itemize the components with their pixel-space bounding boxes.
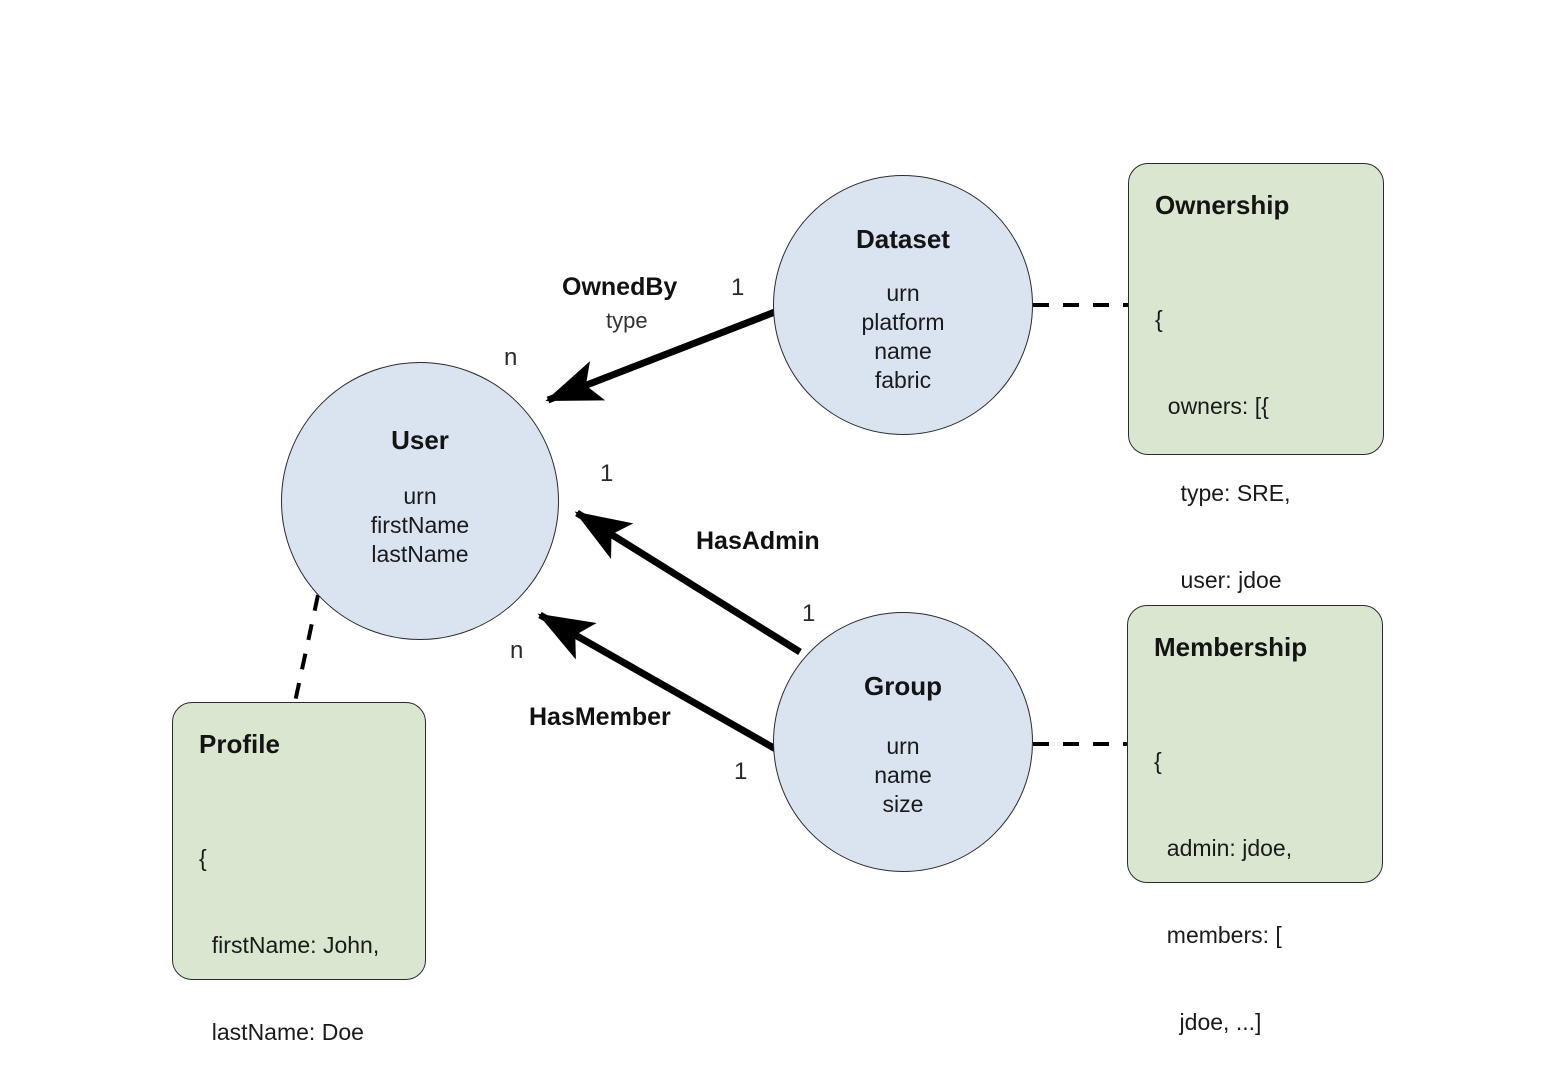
aspect-line: jdoe, ...] bbox=[1154, 1009, 1262, 1035]
aspect-line: admin: jdoe, bbox=[1154, 835, 1293, 861]
entity-group-title: Group bbox=[864, 671, 942, 701]
aspect-line: { bbox=[1155, 306, 1163, 332]
aspect-line: type: SRE, bbox=[1155, 480, 1291, 506]
edge-label-hasmember: HasMember bbox=[529, 703, 671, 731]
cardinality-hasmember-target: n bbox=[510, 637, 524, 664]
attribute-item: firstName bbox=[370, 512, 470, 538]
aspect-profile[interactable]: Profile { firstName: John, lastName: Doe… bbox=[172, 702, 426, 1045]
entity-user[interactable]: User urn firstName lastName bbox=[281, 362, 559, 640]
attribute-item: platform bbox=[861, 309, 945, 335]
attribute-item: name bbox=[874, 338, 932, 364]
aspect-membership-body: { admin: jdoe, members: [ jdoe, ...] } bbox=[1154, 689, 1382, 1074]
aspect-membership-title: Membership bbox=[1154, 632, 1308, 662]
entity-group[interactable]: Group urn name size bbox=[773, 612, 1033, 872]
entity-dataset-title: Dataset bbox=[856, 224, 950, 254]
link-user-profile bbox=[293, 594, 320, 703]
attribute-item: lastName bbox=[371, 541, 469, 567]
attribute-item: name bbox=[874, 762, 932, 788]
aspect-profile-title: Profile bbox=[199, 729, 280, 759]
entity-dataset-attributes: urn platform name fabric bbox=[861, 279, 944, 395]
attribute-item: size bbox=[882, 791, 924, 817]
entity-user-attributes: urn firstName lastName bbox=[371, 482, 469, 569]
cardinality-ownedby-target: n bbox=[504, 344, 518, 371]
aspect-line: members: [ bbox=[1154, 922, 1282, 948]
entity-group-attributes: urn name size bbox=[874, 732, 932, 819]
cardinality-hasadmin-target: 1 bbox=[600, 460, 614, 487]
edge-hasmember bbox=[537, 611, 790, 760]
cardinality-hasadmin-source: 1 bbox=[802, 600, 816, 627]
attribute-item: urn bbox=[886, 280, 920, 306]
attribute-item: urn bbox=[403, 483, 437, 509]
attribute-item: fabric bbox=[874, 367, 932, 393]
aspect-line: { bbox=[1154, 748, 1162, 774]
aspect-line: firstName: John, bbox=[199, 932, 380, 958]
cardinality-hasmember-source: 1 bbox=[734, 758, 748, 785]
aspect-line: lastName: Doe bbox=[199, 1019, 364, 1045]
edge-label-hasadmin: HasAdmin bbox=[696, 527, 820, 555]
aspect-line: owners: [{ bbox=[1155, 393, 1269, 419]
aspect-line: user: jdoe bbox=[1155, 567, 1282, 593]
entity-user-title: User bbox=[391, 425, 449, 455]
aspect-membership[interactable]: Membership { admin: jdoe, members: [ jdo… bbox=[1127, 605, 1383, 1035]
edge-label-ownedby: OwnedBy bbox=[562, 273, 678, 301]
aspect-profile-body: { firstName: John, lastName: Doe ldap: j… bbox=[199, 786, 425, 1074]
aspect-ownership-title: Ownership bbox=[1155, 190, 1290, 220]
cardinality-ownedby-source: 1 bbox=[731, 274, 745, 301]
entity-dataset[interactable]: Dataset urn platform name fabric bbox=[773, 175, 1033, 435]
edge-sublabel-ownedby-type: type bbox=[606, 308, 648, 333]
edge-hasadmin bbox=[574, 510, 802, 655]
edge-ownedby bbox=[545, 306, 782, 404]
aspect-line: { bbox=[199, 845, 207, 871]
aspect-ownership[interactable]: Ownership { owners: [{ type: SRE, user: … bbox=[1128, 163, 1384, 767]
attribute-item: urn bbox=[886, 733, 920, 759]
